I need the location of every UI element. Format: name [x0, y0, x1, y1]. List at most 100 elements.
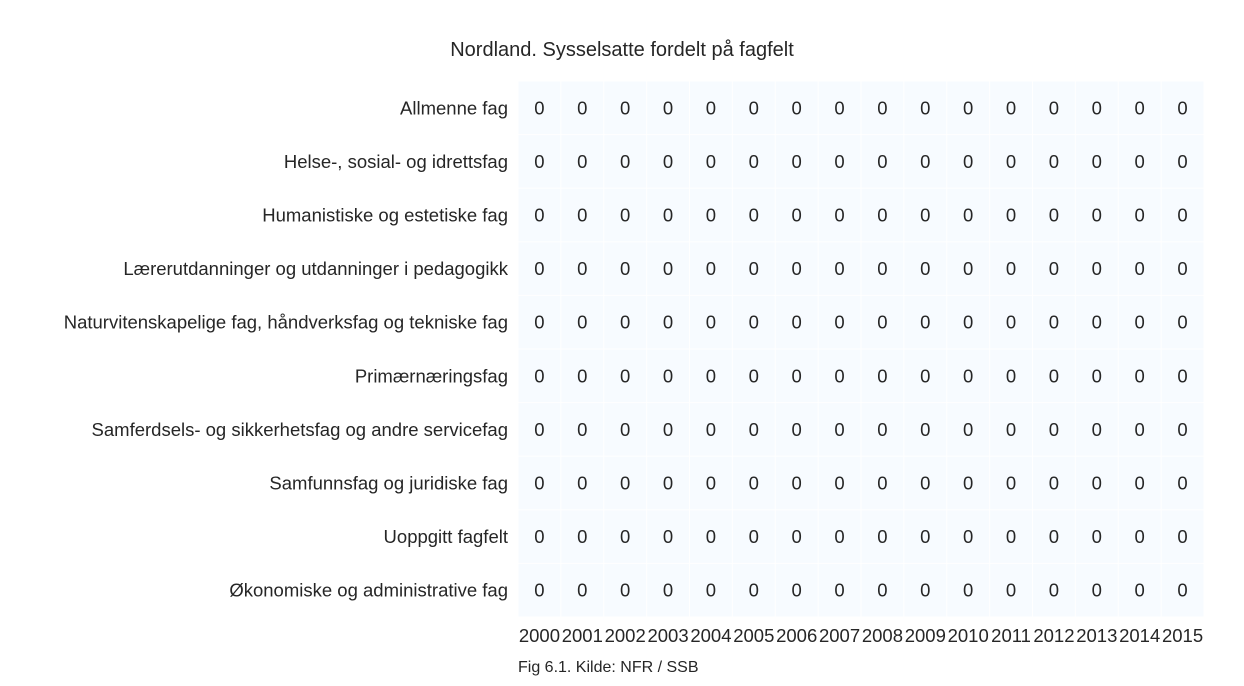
heatmap-cell: [1161, 563, 1204, 617]
heatmap-cell: [690, 295, 732, 349]
cell-value-label: 0: [1177, 580, 1187, 601]
cell-value-label: 0: [792, 365, 802, 386]
heatmap-cell: [861, 510, 904, 563]
x-tick-label: 2008: [862, 625, 903, 646]
cell-value-label: 0: [877, 205, 887, 226]
heatmap-cell: [990, 349, 1032, 403]
heatmap-cell: [1075, 456, 1118, 510]
heatmap-cell: [861, 135, 904, 188]
heatmap-cell: [947, 135, 990, 188]
cell-value-label: 0: [1092, 526, 1102, 547]
row-label: Samfunnsfag og juridiske fag: [269, 473, 508, 494]
heatmap-cell: [732, 456, 775, 510]
cell-value-label: 0: [620, 419, 630, 440]
heatmap-cell: [990, 510, 1032, 563]
cell-value-label: 0: [1177, 151, 1187, 172]
cell-value-label: 0: [706, 473, 716, 494]
heatmap-cell: [647, 456, 689, 510]
row-label: Allmenne fag: [400, 97, 508, 118]
cell-value-label: 0: [1006, 151, 1016, 172]
cell-value-label: 0: [1049, 526, 1059, 547]
heatmap-cell: [1033, 188, 1075, 242]
cell-value-label: 0: [877, 419, 887, 440]
heatmap-cell: [1118, 456, 1161, 510]
chart-title: Nordland. Sysselsatte fordelt på fagfelt: [450, 39, 794, 61]
cell-value-label: 0: [834, 580, 844, 601]
cell-value-label: 0: [620, 312, 630, 333]
heatmap-cell: [775, 456, 818, 510]
heatmap-cell: [604, 81, 647, 135]
cell-value-label: 0: [620, 97, 630, 118]
heatmap-cell: [990, 135, 1032, 188]
heatmap-cell: [1075, 510, 1118, 563]
heatmap-cell: [1033, 403, 1075, 456]
heatmap-cell: [947, 403, 990, 456]
heatmap-cell: [732, 242, 775, 295]
heatmap-cell: [561, 563, 604, 617]
heatmap-cell: [732, 188, 775, 242]
heatmap-cell: [904, 295, 947, 349]
cell-value-label: 0: [792, 97, 802, 118]
cell-value-label: 0: [749, 365, 759, 386]
heatmap-cell: [947, 295, 990, 349]
heatmap-cell: [690, 188, 732, 242]
heatmap-cell: [1118, 510, 1161, 563]
heatmap-cell: [561, 81, 604, 135]
cell-value-label: 0: [877, 312, 887, 333]
heatmap-cell: [1075, 242, 1118, 295]
cell-value-label: 0: [1135, 205, 1145, 226]
cell-value-label: 0: [706, 580, 716, 601]
heatmap-cell: [990, 295, 1032, 349]
cell-value-label: 0: [1135, 312, 1145, 333]
heatmap-cell: [904, 456, 947, 510]
cell-value-label: 0: [1006, 365, 1016, 386]
heatmap-cell: [1033, 295, 1075, 349]
heatmap-cell: [861, 403, 904, 456]
cell-value-label: 0: [534, 580, 544, 601]
heatmap-cell: [1161, 403, 1204, 456]
cell-value-label: 0: [792, 580, 802, 601]
heatmap-cell: [904, 188, 947, 242]
cell-value-label: 0: [620, 365, 630, 386]
heatmap-cell: [1033, 456, 1075, 510]
x-tick-label: 2010: [948, 625, 989, 646]
heatmap-cell: [1118, 403, 1161, 456]
heatmap-cell: [518, 403, 561, 456]
heatmap-cell: [861, 81, 904, 135]
cell-value-label: 0: [1135, 580, 1145, 601]
heatmap-cell: [818, 456, 861, 510]
cell-value-label: 0: [1177, 258, 1187, 279]
cell-value-label: 0: [920, 312, 930, 333]
cell-value-label: 0: [749, 526, 759, 547]
x-tick-label: 2000: [519, 625, 560, 646]
cell-value-label: 0: [877, 365, 887, 386]
row-label: Samferdsels- og sikkerhetsfag og andre s…: [92, 419, 508, 440]
heatmap-cell: [690, 81, 732, 135]
cell-value-label: 0: [1049, 365, 1059, 386]
cell-value-label: 0: [963, 419, 973, 440]
cell-value-label: 0: [706, 526, 716, 547]
heatmap-cell: [990, 242, 1032, 295]
x-tick-label: 2007: [819, 625, 860, 646]
cell-value-label: 0: [1006, 473, 1016, 494]
heatmap-cell: [690, 349, 732, 403]
heatmap-cell: [818, 242, 861, 295]
x-tick-label: 2011: [991, 625, 1031, 646]
cell-value-label: 0: [1006, 205, 1016, 226]
cell-value-label: 0: [577, 97, 587, 118]
x-tick-label: 2005: [733, 625, 774, 646]
heatmap-cell: [904, 510, 947, 563]
heatmap-cell: [1033, 135, 1075, 188]
x-tick-label: 2002: [605, 625, 646, 646]
cell-value-label: 0: [534, 205, 544, 226]
cell-value-label: 0: [1177, 419, 1187, 440]
heatmap-cell: [561, 456, 604, 510]
heatmap-cell: [1075, 81, 1118, 135]
cell-value-label: 0: [1049, 97, 1059, 118]
heatmap-cell: [647, 188, 689, 242]
heatmap-cell: [861, 188, 904, 242]
cell-value-label: 0: [620, 205, 630, 226]
heatmap-cell: [1033, 563, 1075, 617]
x-tick-label: 2015: [1162, 625, 1203, 646]
heatmap-cell: [947, 349, 990, 403]
